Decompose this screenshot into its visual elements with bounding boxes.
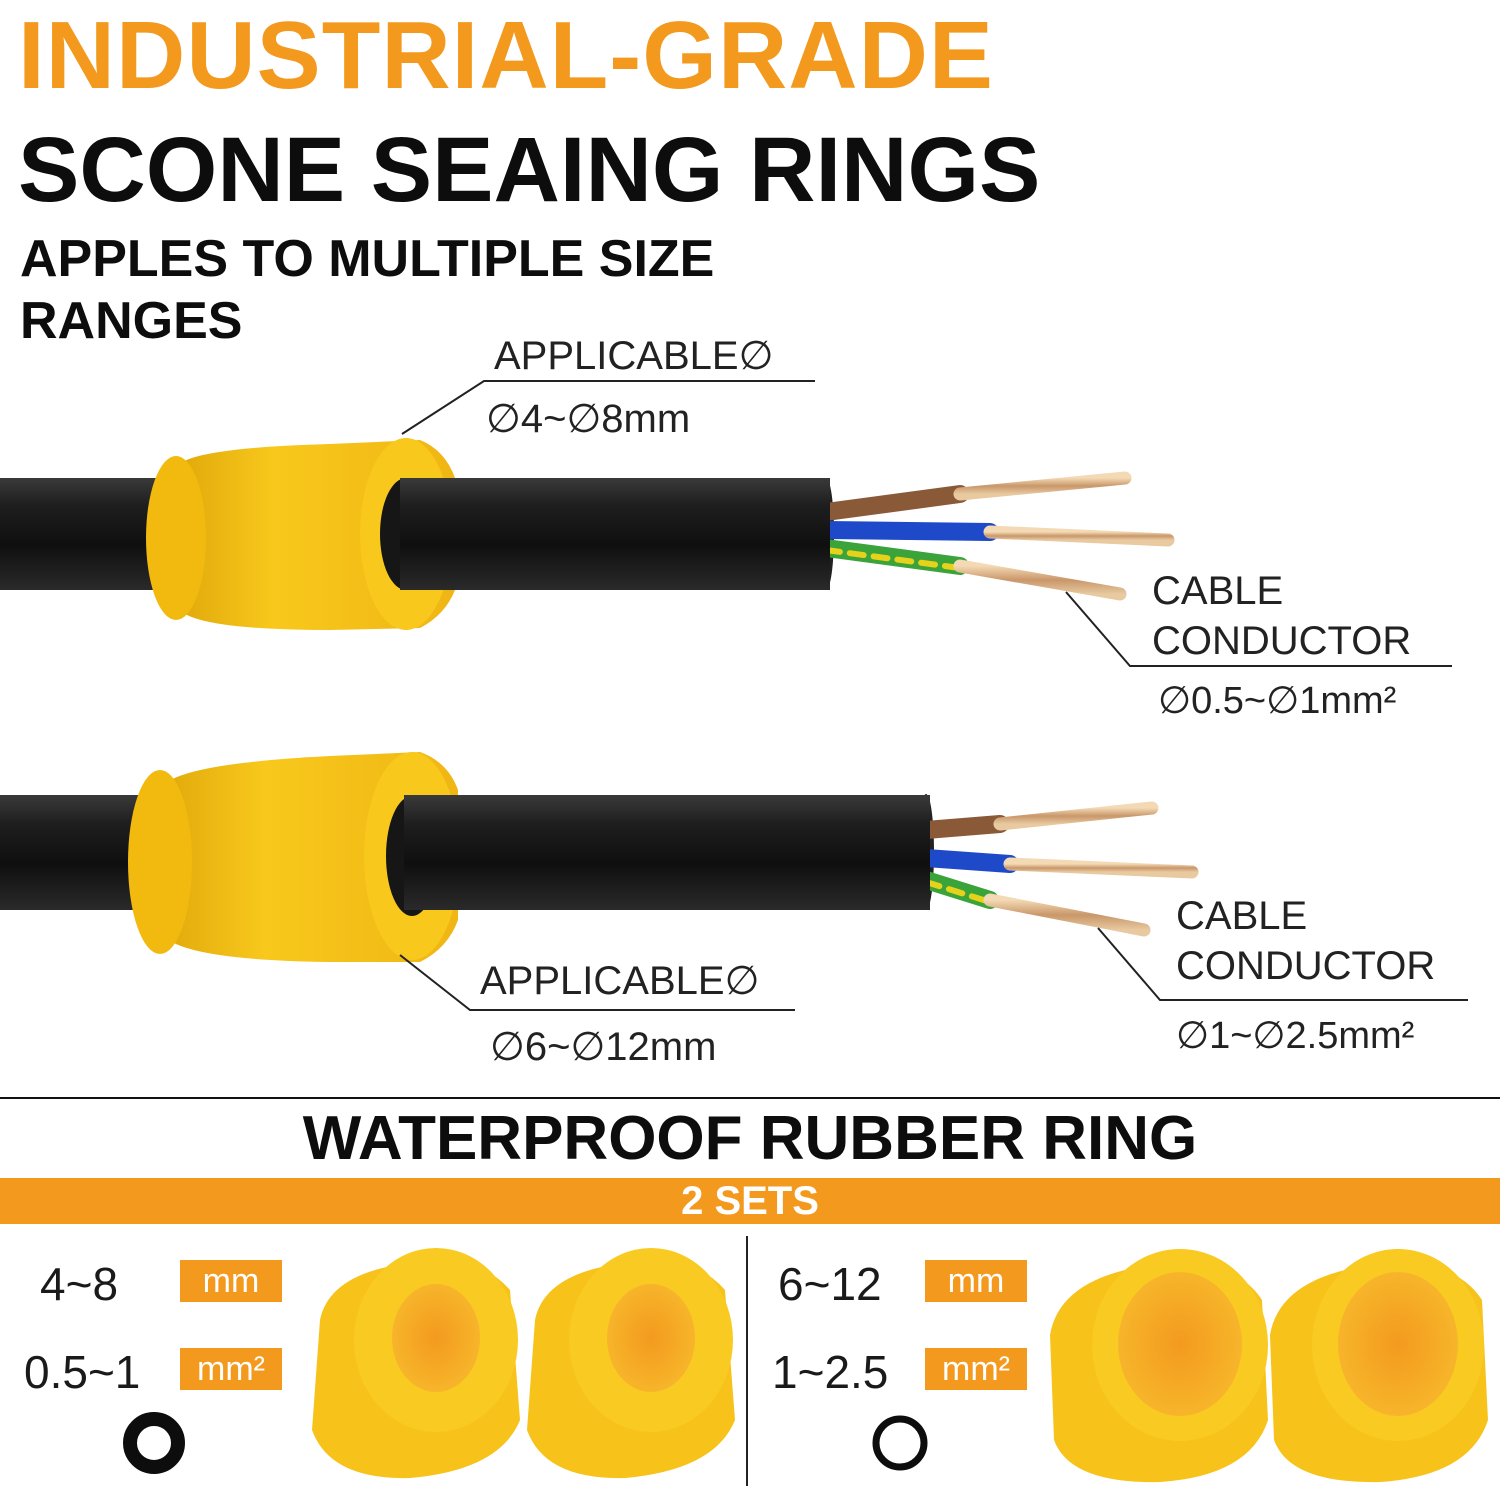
lower-sealing-ring [128, 752, 930, 962]
large-ring-icon [872, 1415, 928, 1471]
headline-line-1: INDUSTRIAL-GRADE [18, 2, 994, 109]
lower-conductor-range: ∅1~∅2.5mm² [1176, 1015, 1415, 1057]
lower-ring-leader [399, 954, 795, 1011]
lower-conductor-label-1: CABLE [1176, 894, 1308, 938]
headline-line-2: SCONE SEAING RINGS [18, 119, 1041, 221]
set2-wire: 1~2.5 [772, 1346, 889, 1398]
set2-wire-unit: mm² [925, 1348, 1027, 1390]
set1-size: 4~8 [40, 1258, 119, 1310]
lower-cable-assembly [0, 752, 1468, 1011]
loose-rings [123, 1248, 1488, 1483]
set2-size-unit: mm [925, 1260, 1027, 1302]
upper-conductor-label-2: CONDUCTOR [1152, 619, 1412, 663]
sets-vertical-divider [746, 1236, 748, 1486]
lower-conductor-label-2: CONDUCTOR [1176, 944, 1436, 988]
sets-band: 2 SETS [0, 1178, 1500, 1224]
large-ring-b [1270, 1249, 1488, 1483]
headline-line-3: APPLES TO MULTIPLE SIZE RANGES [20, 230, 715, 350]
upper-ring-range: ∅4~∅8mm [486, 397, 691, 441]
sets-band-text: 2 SETS [681, 1179, 819, 1223]
large-ring-a [1050, 1249, 1268, 1483]
upper-conductor-label-1: CABLE [1152, 569, 1284, 613]
small-ring-b [527, 1248, 735, 1479]
upper-wires [817, 471, 1175, 601]
lower-wires [917, 801, 1199, 937]
lower-ring-range: ∅6~∅12mm [490, 1025, 717, 1069]
upper-sealing-ring [146, 438, 830, 630]
upper-conductor-range: ∅0.5~∅1mm² [1158, 680, 1397, 722]
small-ring-icon [123, 1412, 185, 1474]
section-divider [0, 1097, 1500, 1099]
upper-ring-label: APPLICABLE∅ [494, 334, 774, 378]
upper-ring-leader [401, 380, 815, 435]
set1-size-unit: mm [180, 1260, 282, 1302]
set1-wire-unit: mm² [180, 1348, 282, 1390]
upper-conductor-leader [1065, 591, 1452, 667]
lower-conductor-leader [1097, 927, 1468, 1001]
set1-wire: 0.5~1 [24, 1346, 141, 1398]
section-title: WATERPROOF RUBBER RING [302, 1104, 1198, 1173]
set2-size: 6~12 [778, 1258, 882, 1310]
lower-ring-label: APPLICABLE∅ [480, 959, 760, 1003]
small-ring-a [312, 1248, 520, 1479]
upper-cable-assembly [0, 380, 1452, 667]
